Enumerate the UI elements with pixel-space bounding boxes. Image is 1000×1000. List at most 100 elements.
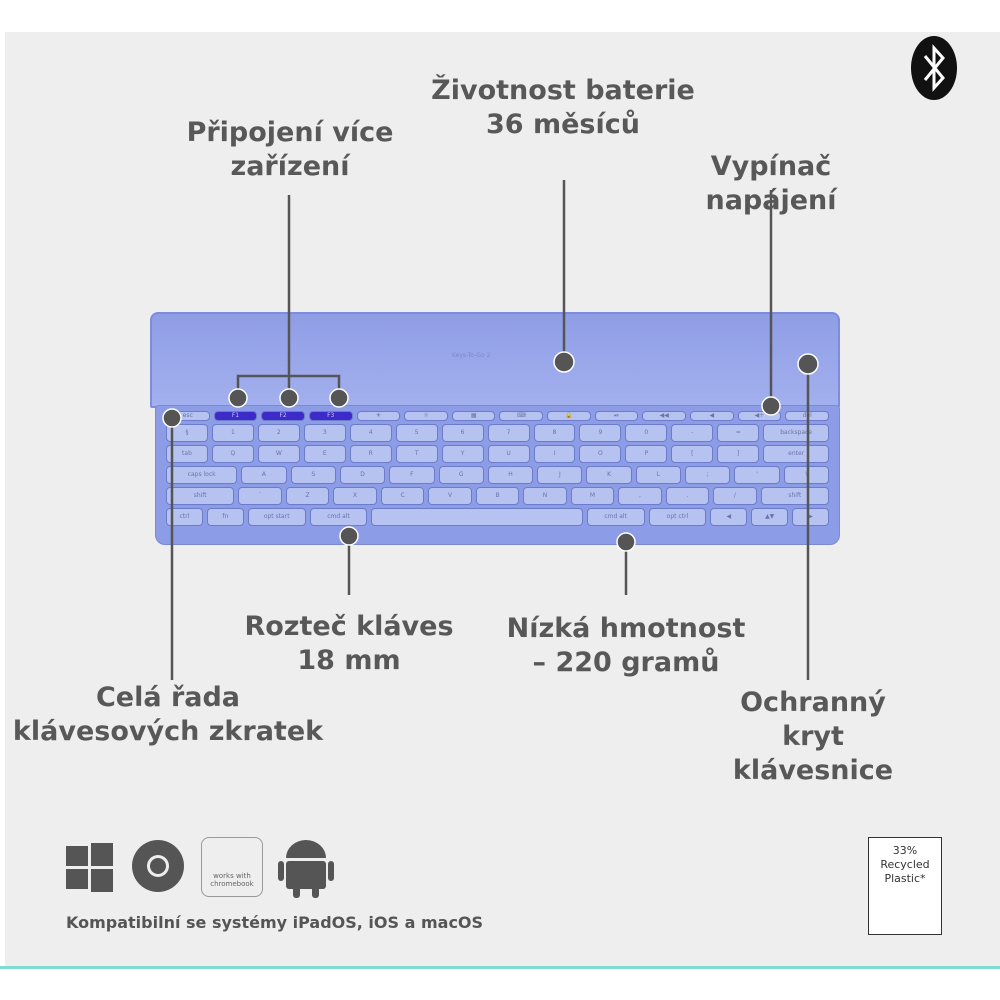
key[interactable]: ◀◀ (642, 411, 687, 421)
key[interactable]: S (290, 466, 336, 484)
key[interactable]: ctrl (166, 508, 203, 526)
key[interactable]: K (586, 466, 632, 484)
key[interactable]: E (303, 445, 346, 463)
key[interactable]: / (713, 487, 757, 505)
callout-dot (797, 353, 819, 375)
keyboard-cover: Keys-To-Go 2 (150, 312, 840, 408)
key[interactable]: ⌨ (499, 411, 544, 421)
android-icon (278, 840, 334, 898)
key[interactable]: ` (238, 487, 282, 505)
key[interactable]: 2 (257, 424, 300, 442)
key[interactable]: 6 (441, 424, 484, 442)
callout-dot (553, 351, 575, 373)
key[interactable]: V (428, 487, 472, 505)
key[interactable]: 5 (395, 424, 438, 442)
key[interactable]: W (257, 445, 300, 463)
key[interactable]: R (349, 445, 392, 463)
key[interactable]: J (537, 466, 583, 484)
key[interactable]: ' (734, 466, 780, 484)
key[interactable]: A (241, 466, 287, 484)
key[interactable]: N (523, 487, 567, 505)
key[interactable]: opt start (247, 508, 306, 526)
divider-line (0, 966, 1000, 969)
key[interactable]: ⏯ (594, 411, 639, 421)
key[interactable]: 🔒 (547, 411, 591, 421)
key[interactable]: ; (685, 466, 731, 484)
key[interactable]: F3 (308, 411, 353, 421)
key[interactable]: backspace (763, 424, 830, 442)
key[interactable]: ▲▼ (751, 508, 789, 526)
key[interactable]: 3 (303, 424, 346, 442)
key[interactable]: ☼ (404, 411, 448, 421)
key[interactable]: F (389, 466, 435, 484)
callout-dot (162, 408, 182, 428)
key[interactable]: F2 (261, 411, 305, 421)
callout-dot (329, 388, 349, 408)
callout-dot (761, 396, 781, 416)
key[interactable]: B (475, 487, 520, 505)
key[interactable]: L (635, 466, 682, 484)
key[interactable]: H (487, 466, 534, 484)
key[interactable]: P (625, 445, 668, 463)
key[interactable]: opt ctrl (648, 508, 707, 526)
key[interactable]: X (333, 487, 377, 505)
key[interactable]: ▦ (451, 411, 496, 421)
windows-icon (66, 843, 113, 892)
lid-brand-text: Keys-To-Go 2 (452, 352, 491, 359)
key[interactable]: = (717, 424, 760, 442)
key[interactable]: , (618, 487, 662, 505)
key[interactable]: ▶ (792, 508, 830, 526)
key[interactable]: cmd alt (586, 508, 645, 526)
key[interactable]: C (380, 487, 425, 505)
label-cover: Ochranný kryt klávesnice (732, 687, 894, 786)
key[interactable]: shift (166, 487, 235, 505)
key[interactable]: ] (717, 445, 760, 463)
key[interactable]: Q (211, 445, 254, 463)
key[interactable]: T (395, 445, 438, 463)
key[interactable]: tab (166, 445, 208, 463)
key[interactable]: \ (783, 466, 830, 484)
key[interactable]: Y (441, 445, 484, 463)
label-power-switch: Vypínač napájení (705, 151, 837, 216)
key[interactable]: 0 (625, 424, 668, 442)
key[interactable]: ◀ (690, 411, 734, 421)
key[interactable]: [ (671, 445, 714, 463)
key[interactable]: M (570, 487, 615, 505)
key[interactable]: F1 (213, 411, 258, 421)
key[interactable]: 4 (349, 424, 392, 442)
key[interactable]: I (533, 445, 576, 463)
label-shortcuts: Celá řada klávesových zkratek (12, 682, 324, 747)
key[interactable]: fn (206, 508, 244, 526)
label-key-pitch: Rozteč kláves 18 mm (244, 611, 454, 676)
label-battery: Životnost baterie 36 měsíců (431, 75, 695, 140)
key[interactable]: shift (760, 487, 830, 505)
key[interactable]: U (487, 445, 530, 463)
key[interactable]: enter (763, 445, 830, 463)
callout-dot (616, 532, 636, 552)
key[interactable]: 7 (487, 424, 530, 442)
key[interactable]: - (671, 424, 714, 442)
key[interactable]: caps lock (166, 466, 238, 484)
chrome-icon (132, 840, 184, 892)
key[interactable]: . (665, 487, 710, 505)
recycled-text: 33% Recycled Plastic* (880, 844, 930, 885)
label-multi-device: Připojení více zařízení (186, 117, 394, 182)
key[interactable]: 1 (211, 424, 254, 442)
key[interactable]: 9 (579, 424, 622, 442)
key[interactable]: G (438, 466, 484, 484)
key[interactable]: ◀ (710, 508, 748, 526)
key[interactable]: § (166, 424, 208, 442)
key[interactable]: Z (285, 487, 330, 505)
key[interactable]: ☀ (356, 411, 401, 421)
chromebook-badge: works with chromebook (201, 837, 263, 897)
key[interactable]: 8 (533, 424, 576, 442)
key[interactable]: D (339, 466, 386, 484)
key[interactable]: O (579, 445, 622, 463)
key-space[interactable] (371, 508, 583, 526)
key[interactable]: ◀+ (737, 411, 782, 421)
callout-dot (228, 388, 248, 408)
recycled-plastic-badge: 33% Recycled Plastic* (868, 837, 942, 935)
key[interactable]: cmd alt (309, 508, 368, 526)
